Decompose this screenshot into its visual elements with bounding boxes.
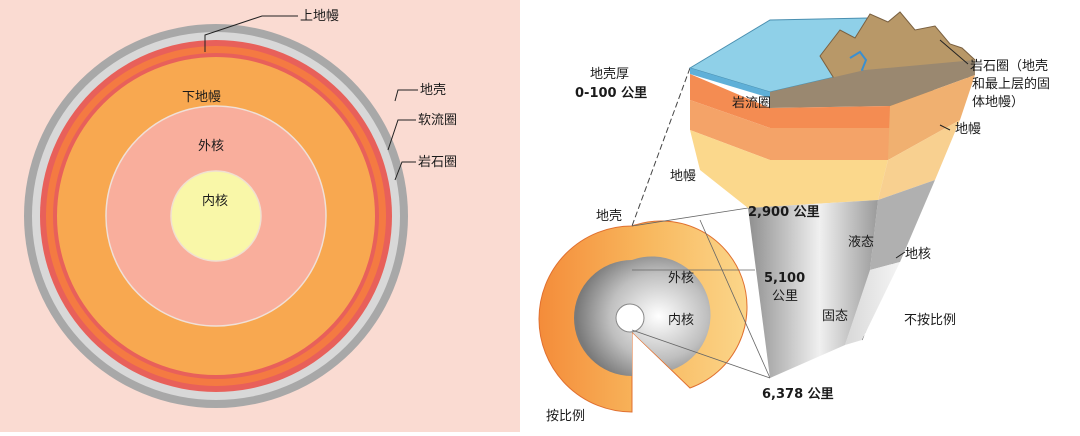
inner-core-label: 内核 xyxy=(202,193,228,209)
guide-lines xyxy=(631,207,771,379)
lithosphere-label-2: 和最上层的固 xyxy=(972,76,1050,92)
asthenosphere-block-label: 岩流圈 xyxy=(732,96,771,111)
side-outer-core xyxy=(870,180,935,270)
lithosphere-band xyxy=(770,60,975,108)
side-mantle-lower xyxy=(878,120,960,200)
crust-thickness-value: 0-100 公里 xyxy=(575,86,647,101)
earth-layers-diagram: 上地幔 下地幔 外核 内核 地壳 软流圈 岩石圈 xyxy=(0,0,520,432)
upper-mantle-leader xyxy=(204,15,298,52)
not-to-scale-label: 不按比例 xyxy=(904,313,956,328)
outer-core-block-label: 外核 xyxy=(668,271,694,286)
earth-block-diagram: 地壳厚 0-100 公里 岩流圈 岩石圈（地壳 和最上层的固 体地幔） 地幔 地… xyxy=(520,0,1080,432)
solid-label: 固态 xyxy=(822,309,848,324)
crust-leader xyxy=(394,89,418,102)
asthenosphere-band xyxy=(690,74,895,128)
side-inner-core xyxy=(845,262,900,345)
lithosphere-leader xyxy=(394,161,416,181)
core-wedge xyxy=(748,200,878,378)
asthenosphere-label: 软流圈 xyxy=(418,113,457,128)
depth-5100-label-1: 5,100 xyxy=(764,271,805,286)
right-leaders xyxy=(895,39,969,259)
side-mantle-upper xyxy=(888,75,975,160)
crust-thickness-title: 地壳厚 xyxy=(590,67,629,82)
mantle-upper-band xyxy=(690,100,895,160)
core-label: 地核 xyxy=(905,247,931,262)
to-scale-earth xyxy=(538,220,748,413)
earth-block-svg: 地壳厚 0-100 公里 岩流圈 岩石圈（地壳 和最上层的固 体地幔） 地幔 地… xyxy=(520,0,1080,432)
earth-layers-svg: 上地幔 下地幔 外核 内核 地壳 软流圈 岩石圈 xyxy=(0,0,520,432)
depth-2900-label: 2,900 公里 xyxy=(748,205,820,220)
crust-label: 地壳 xyxy=(420,83,446,98)
lithosphere-label-1: 岩石圈（地壳 xyxy=(970,59,1048,74)
mantle-right-label: 地幔 xyxy=(955,122,981,137)
depth-6378-label: 6,378 公里 xyxy=(762,387,834,402)
lithosphere-label-3: 体地幔） xyxy=(972,95,1024,110)
inner-core-block-label: 内核 xyxy=(668,312,694,328)
to-scale-label: 按比例 xyxy=(546,409,585,424)
crust-left-label: 地壳 xyxy=(596,209,622,224)
ocean-edge xyxy=(690,68,770,98)
liquid-label: 液态 xyxy=(848,235,874,250)
mantle-left-label: 地幔 xyxy=(670,169,696,184)
asthenosphere-leader xyxy=(387,119,416,151)
depth-5100-label-2: 公里 xyxy=(772,289,798,304)
mantle-lower-band xyxy=(690,130,888,208)
lower-mantle-label: 下地幔 xyxy=(182,90,221,105)
upper-mantle-label: 上地幔 xyxy=(300,9,339,24)
inner-core-region xyxy=(170,170,262,262)
outer-core-label: 外核 xyxy=(198,139,224,154)
scale-inner-core xyxy=(615,303,645,333)
lithosphere-label: 岩石圈 xyxy=(418,155,457,170)
